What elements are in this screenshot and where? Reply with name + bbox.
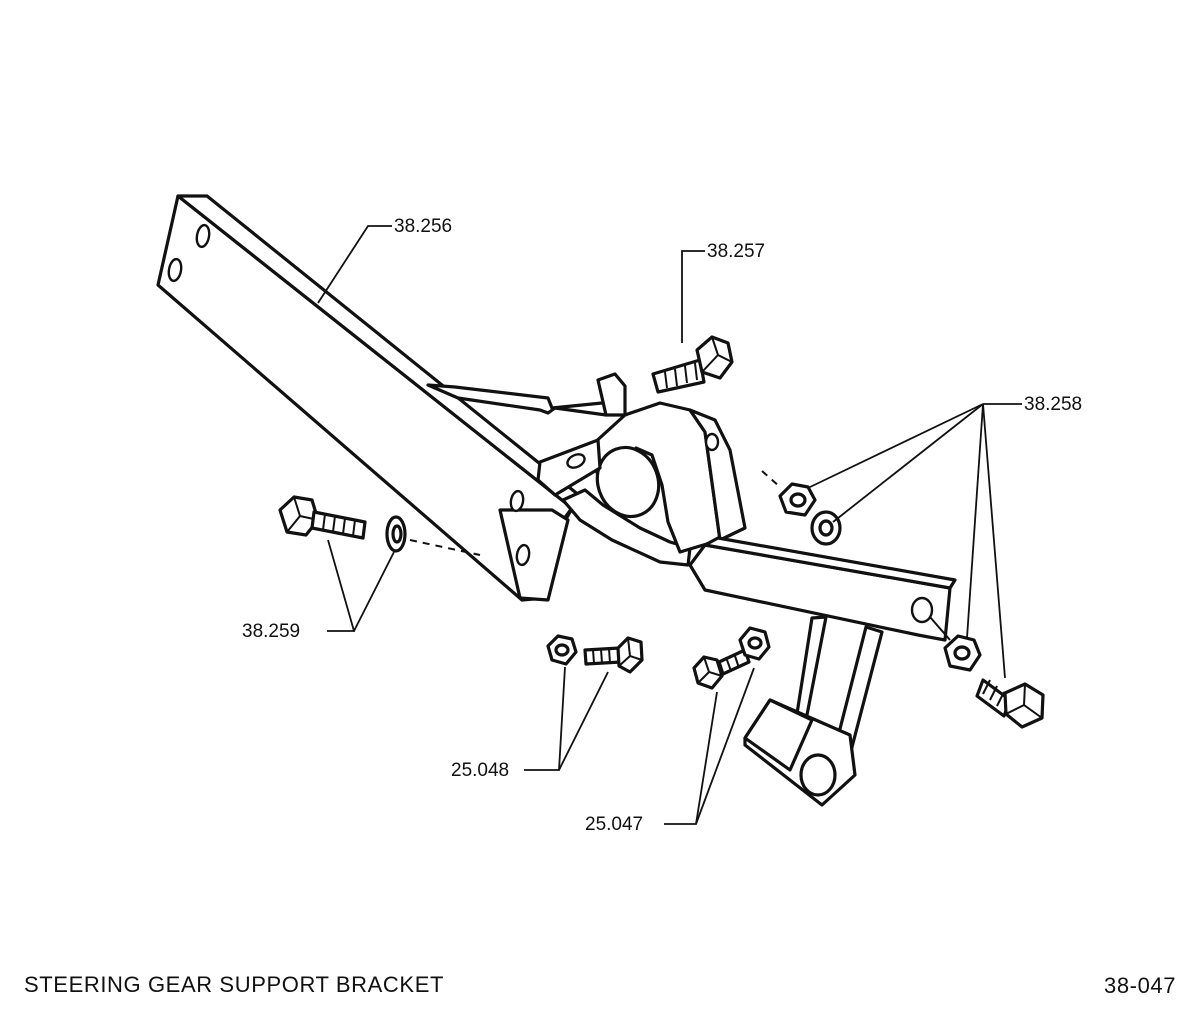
nut-washer-38-258	[761, 470, 1045, 729]
part-label-38-257: 38.257	[707, 241, 765, 262]
bolt-nut-25-048	[546, 634, 644, 674]
part-label-38-259: 38.259	[242, 621, 300, 642]
part-label-38-258: 38.258	[1024, 394, 1082, 415]
steering-gear-clamp	[536, 372, 747, 567]
figure-number: 38-047	[1104, 973, 1177, 998]
diagram-title: STEERING GEAR SUPPORT BRACKET	[24, 972, 445, 997]
part-label-25-048: 25.048	[451, 760, 509, 781]
bolt-38-259	[278, 495, 481, 556]
clamp-block	[743, 698, 857, 807]
bolt-38-257	[651, 335, 734, 394]
main-bracket-arm	[156, 194, 587, 602]
bolt-nut-25-047	[692, 626, 771, 690]
part-label-25-047: 25.047	[585, 814, 643, 835]
part-label-38-256: 38.256	[394, 216, 452, 237]
leader-lines	[317, 225, 1022, 825]
